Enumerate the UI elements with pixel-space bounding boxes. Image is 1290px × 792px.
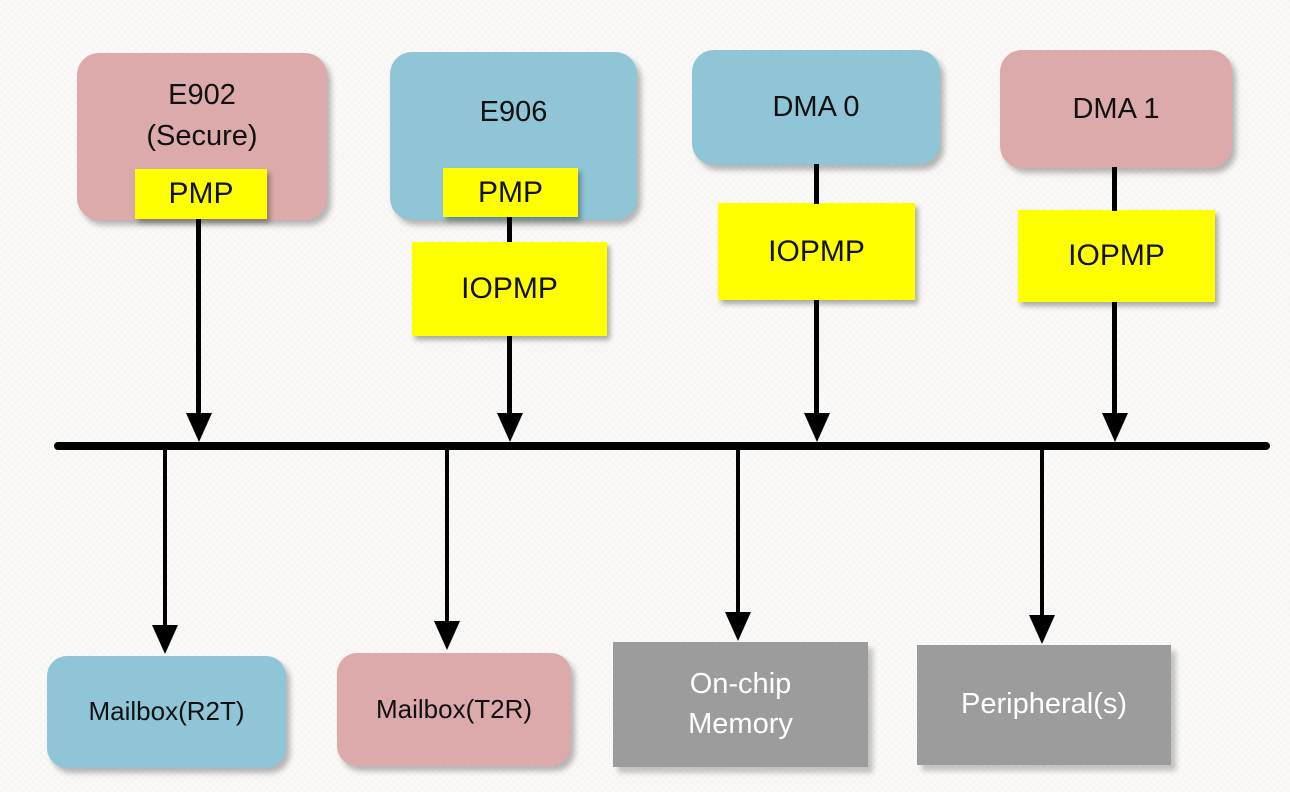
node-e906-label: E906 [479, 95, 548, 128]
arrow-dma1-to-bus-head-icon [1102, 413, 1128, 442]
pmp-chip-e906-label: PMP [477, 175, 543, 209]
node-mailbox-r2t: Mailbox(R2T) [47, 656, 286, 768]
iopmp-box-dma1-label: IOPMP [1068, 239, 1165, 272]
arrow-bus-to-onchip-memory-head-icon [725, 612, 751, 641]
arrow-dma1-to-bus-stem [1112, 302, 1117, 415]
node-mailbox-t2r: Mailbox(T2R) [337, 653, 571, 766]
iopmp-box-e906: IOPMP [412, 242, 607, 336]
connector-dma0-to-iopmp [814, 164, 819, 204]
iopmp-box-dma0-label: IOPMP [768, 234, 865, 268]
pmp-chip-e902-label: PMP [168, 177, 234, 210]
iopmp-box-e906-label: IOPMP [461, 272, 558, 305]
node-peripherals-label: Peripheral(s) [961, 688, 1127, 721]
iopmp-box-dma0: IOPMP [718, 203, 915, 300]
connector-dma1-to-iopmp [1112, 167, 1117, 211]
arrow-e902-to-bus-head-icon [186, 413, 212, 442]
node-dma1-label: DMA 1 [1072, 92, 1160, 125]
bus-line [54, 442, 1270, 450]
node-dma1: DMA 1 [1000, 50, 1232, 168]
node-dma0: DMA 0 [692, 50, 940, 165]
arrow-bus-to-onchip-memory-stem [736, 450, 740, 613]
connector-e906-pmp-to-iopmp [507, 217, 512, 242]
node-onchip-memory-label-line1: On-chip [689, 668, 792, 701]
arrow-bus-to-peripherals-head-icon [1029, 615, 1055, 644]
node-peripherals: Peripheral(s) [917, 645, 1171, 765]
node-mailbox-r2t-label: Mailbox(R2T) [88, 696, 245, 727]
arrow-e906-to-bus-head-icon [497, 413, 523, 442]
pmp-chip-e902: PMP [135, 169, 267, 219]
arrow-e902-to-bus-stem [196, 219, 201, 415]
arrow-e906-to-bus-stem [507, 336, 512, 415]
node-mailbox-t2r-label: Mailbox(T2R) [375, 693, 533, 724]
arrow-bus-to-peripherals-stem [1040, 450, 1044, 616]
iopmp-box-dma1: IOPMP [1018, 210, 1215, 302]
node-e902-label-line1: E902 [168, 79, 236, 112]
arrow-bus-to-mailbox-r2t-stem [163, 450, 167, 626]
arrow-bus-to-mailbox-t2r-stem [445, 450, 449, 622]
arrow-dma0-to-bus-head-icon [804, 413, 830, 442]
node-e902-label-line2: (Secure) [146, 119, 258, 152]
node-e906: E906 [390, 52, 637, 220]
node-onchip-memory: On-chip Memory [613, 642, 868, 767]
pmp-chip-e906: PMP [443, 168, 578, 217]
node-dma0-label: DMA 0 [772, 91, 860, 124]
node-onchip-memory-label-line2: Memory [688, 707, 793, 740]
arrow-dma0-to-bus-stem [814, 300, 819, 415]
arrow-bus-to-mailbox-r2t-head-icon [152, 625, 178, 654]
arrow-bus-to-mailbox-t2r-head-icon [434, 621, 460, 650]
